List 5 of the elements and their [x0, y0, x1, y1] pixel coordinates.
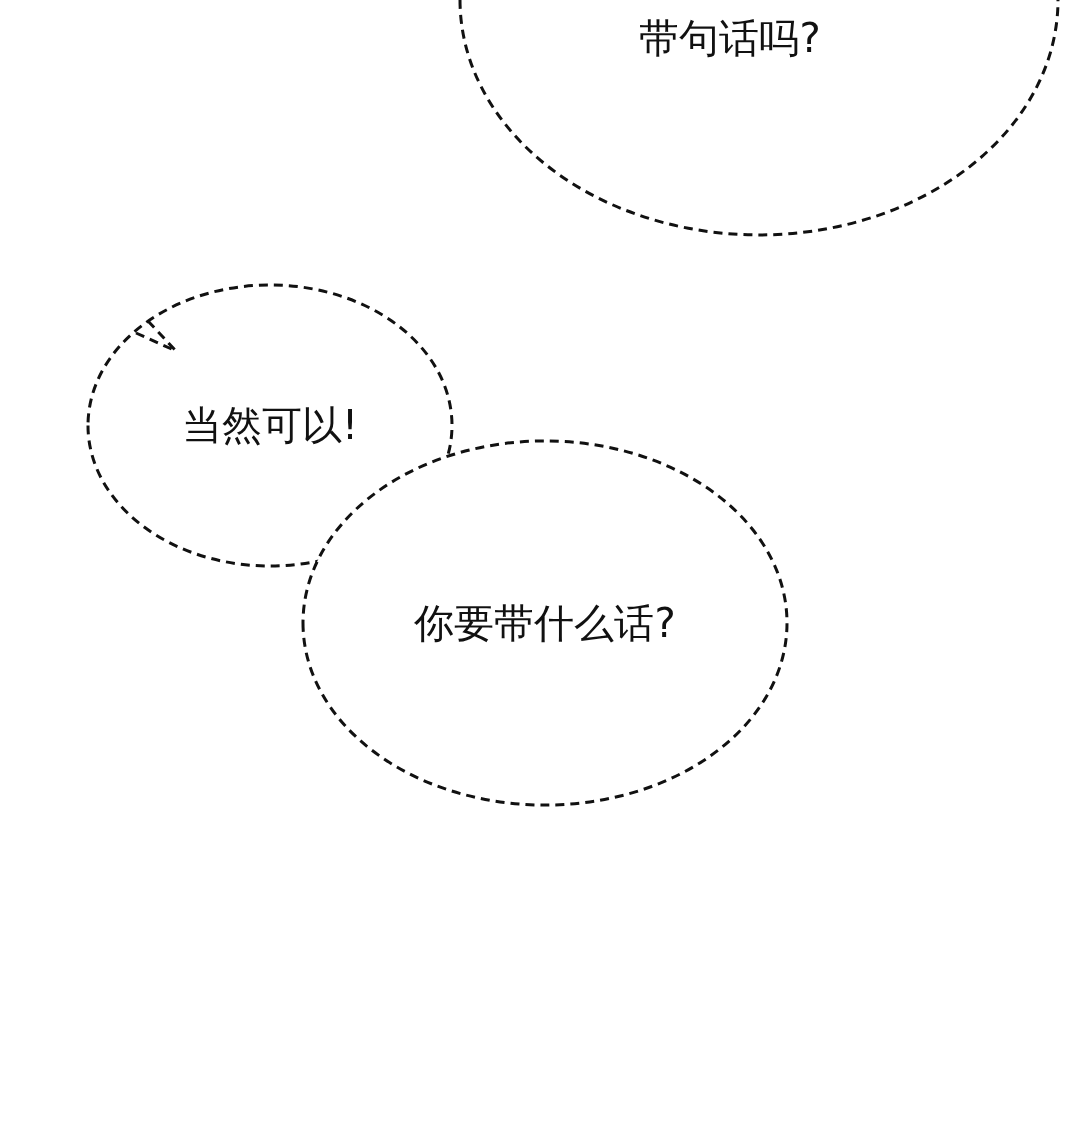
speech-bubble [458, 0, 1060, 238]
dialogue-text: 你要带什么话? [414, 598, 676, 648]
dialogue-text: 带句话吗? [639, 13, 821, 63]
dialogue-text: 当然可以! [182, 400, 358, 450]
speech-bubble [86, 283, 454, 568]
